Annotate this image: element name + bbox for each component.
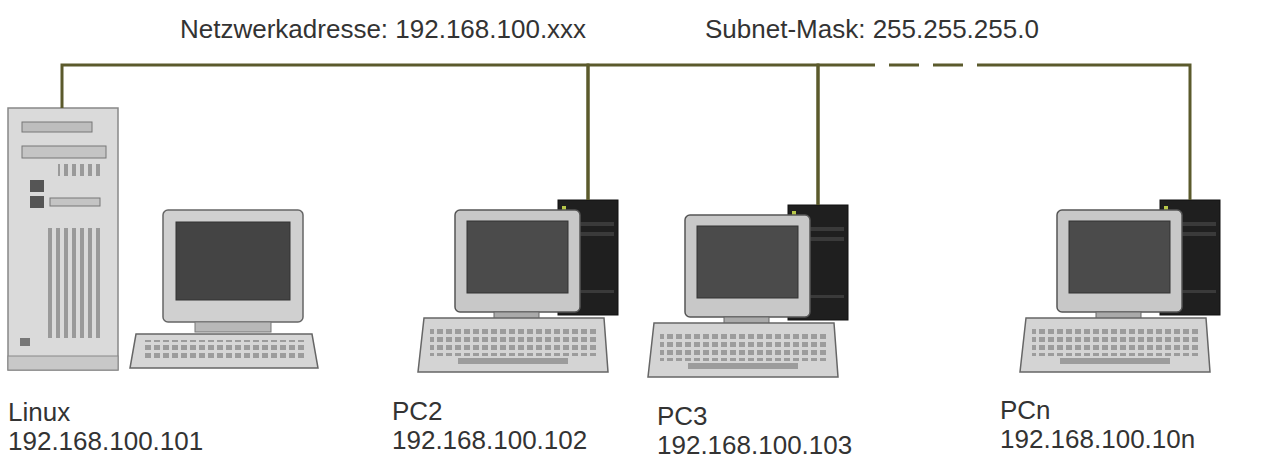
cable-segment <box>818 65 845 205</box>
cable-segment <box>845 64 992 67</box>
host-name: PC2 <box>392 397 443 426</box>
host-name: PC3 <box>657 402 708 431</box>
ip-address: 192.168.100.102 <box>392 426 587 455</box>
cable-segment <box>992 65 1190 200</box>
ip-address: 192.168.100.101 <box>8 427 203 456</box>
network-label: Subnet-Mask: 255.255.255.0 <box>705 14 1039 44</box>
network-cable <box>588 65 818 205</box>
computer-node: Linux192.168.100.101 <box>0 108 300 458</box>
computer-node: PC3192.168.100.103 <box>650 205 920 459</box>
cable-segment <box>62 65 588 200</box>
ip-address: 192.168.100.10n <box>1000 425 1195 454</box>
server-tower <box>8 108 118 370</box>
cable-segment <box>588 65 818 205</box>
pc-illustration <box>1020 200 1220 372</box>
network-label: Netzwerkadresse: 192.168.100.xxx <box>180 14 586 44</box>
host-name: PCn <box>1000 396 1051 425</box>
computer-node: PCn192.168.100.10n <box>995 200 1261 456</box>
network-cable <box>818 65 1190 205</box>
computer-node: PC2192.168.100.102 <box>390 200 652 457</box>
pc-illustration <box>418 200 618 372</box>
network-cable <box>62 65 588 200</box>
workstation-monitor <box>130 210 318 368</box>
pc-illustration <box>648 205 848 377</box>
host-name: Linux <box>8 398 70 427</box>
ip-address: 192.168.100.103 <box>657 431 852 459</box>
